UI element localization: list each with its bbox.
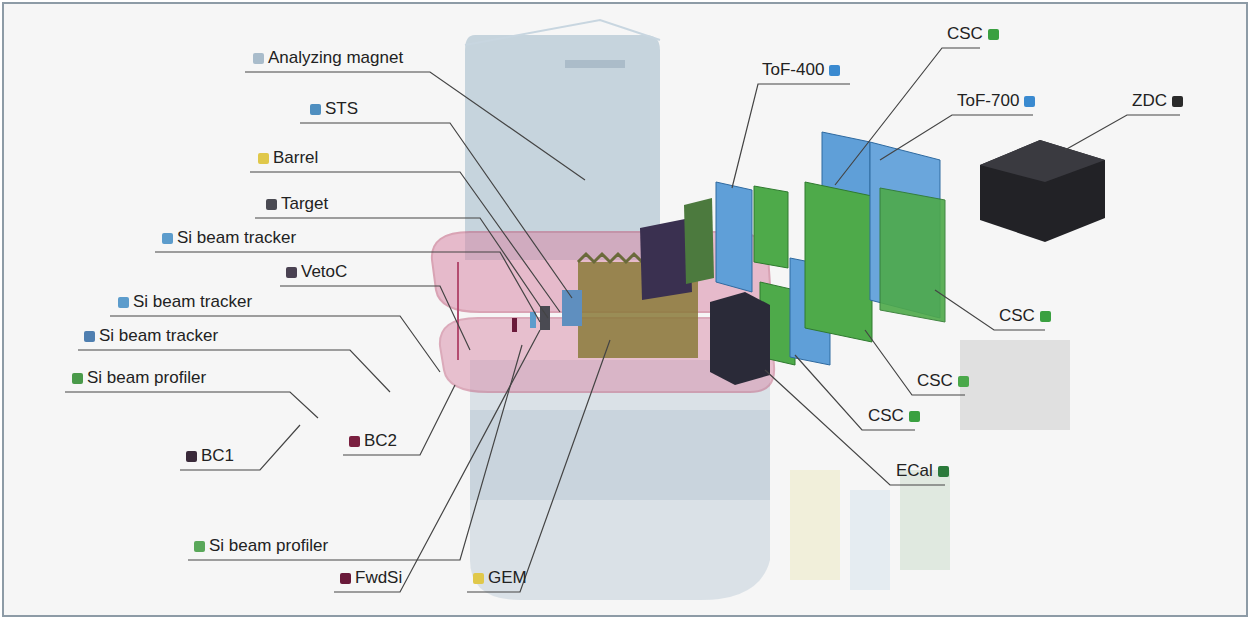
color-icon [829,65,840,76]
part-name: Si beam profiler [87,368,206,388]
color-icon [266,199,277,210]
part-label: Si beam tracker [118,292,252,312]
part-name: ToF-700 [957,91,1019,111]
color-icon [286,267,297,278]
part-name: Si beam tracker [99,326,218,346]
part-name: Barrel [273,148,318,168]
part-label: Si beam tracker [162,228,296,248]
color-icon [909,411,920,422]
color-icon [1040,311,1051,322]
color-icon [340,573,351,584]
part-label: ECal [896,461,949,481]
part-label: Analyzing magnet [253,48,403,68]
part-name: ZDC [1132,91,1167,111]
color-icon [473,573,484,584]
part-name: Target [281,194,328,214]
part-name: CSC [917,371,953,391]
part-label: CSC [868,406,920,426]
part-label: CSC [999,306,1051,326]
downstream-detectors [684,132,1105,385]
part-name: Si beam profiler [209,536,328,556]
part-name: BC2 [364,431,397,451]
part-name: Si beam tracker [133,292,252,312]
part-label: GEM [473,568,527,588]
part-label: BC1 [186,446,234,466]
inner-detectors [512,218,706,358]
color-icon [186,451,197,462]
part-name: FwdSi [355,568,402,588]
part-label: FwdSi [340,568,402,588]
color-icon [194,541,205,552]
color-icon [253,53,264,64]
part-label: Barrel [258,148,318,168]
part-label: ZDC [1132,91,1183,111]
part-label: Si beam tracker [84,326,218,346]
part-label: ToF-700 [957,91,1035,111]
color-icon [258,153,269,164]
part-name: STS [325,99,358,119]
color-icon [938,466,949,477]
color-icon [958,376,969,387]
part-name: GEM [488,568,527,588]
color-icon [349,436,360,447]
part-name: Si beam tracker [177,228,296,248]
frame [3,3,1247,616]
part-label: CSC [947,24,999,44]
part-label: Si beam profiler [72,368,206,388]
part-label: STS [310,99,358,119]
color-icon [72,373,83,384]
part-name: CSC [999,306,1035,326]
part-label: BC2 [349,431,397,451]
part-name: ToF-400 [762,60,824,80]
part-label: Target [266,194,328,214]
color-icon [1172,96,1183,107]
color-icon [162,233,173,244]
part-name: VetoC [301,262,347,282]
part-name: BC1 [201,446,234,466]
part-label: ToF-400 [762,60,840,80]
color-icon [1024,96,1035,107]
reflection [790,340,1070,590]
color-icon [84,331,95,342]
part-name: CSC [868,406,904,426]
leader-lines [65,48,1180,592]
color-icon [310,104,321,115]
part-label: VetoC [286,262,347,282]
color-icon [118,297,129,308]
part-name: ECal [896,461,933,481]
part-name: Analyzing magnet [268,48,403,68]
color-icon [988,29,999,40]
part-label: Si beam profiler [194,536,328,556]
part-label: CSC [917,371,969,391]
part-name: CSC [947,24,983,44]
